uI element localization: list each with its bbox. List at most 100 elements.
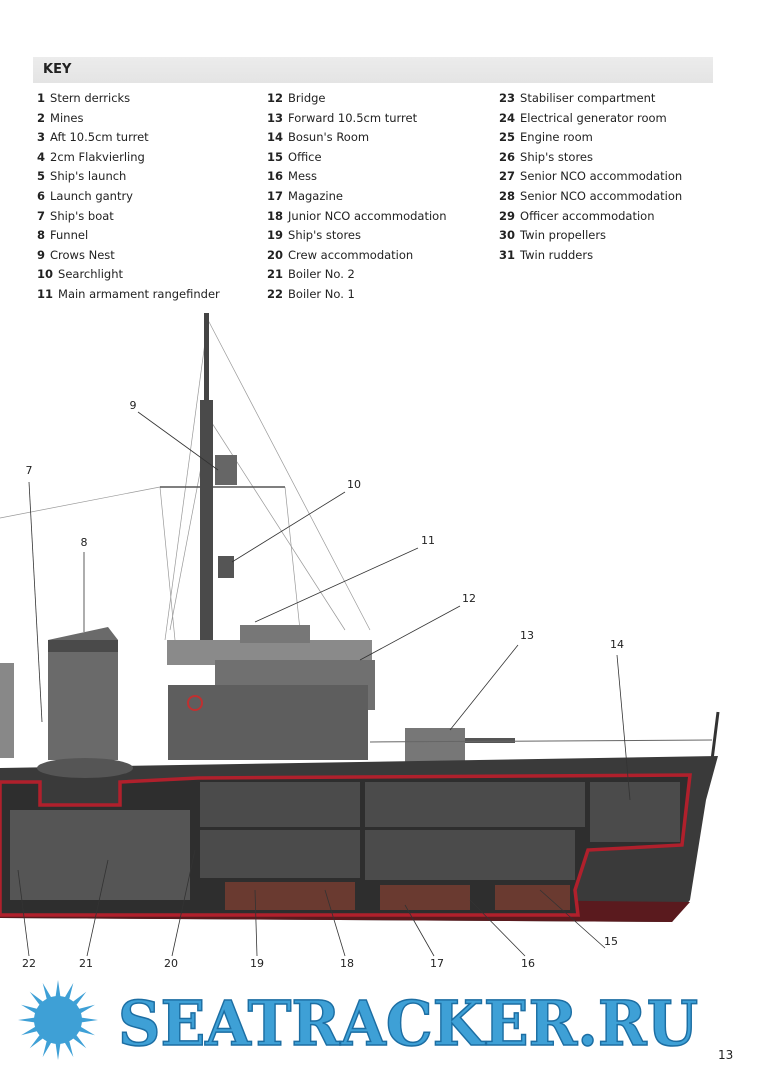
key-number: 24 [499,110,516,125]
callout-8: 8 [81,536,88,549]
jackstaff [710,711,720,761]
ships-boat [37,758,133,778]
key-number: 30 [499,228,516,243]
key-label: 2cm Flakvierling [50,149,145,164]
key-number: 26 [499,149,516,164]
key-item: 16 Mess [267,167,446,187]
sun-ray [42,1039,53,1057]
key-number: 31 [499,247,516,262]
rigging [0,319,371,641]
sun-ray [55,1041,61,1060]
key-label: Crows Nest [50,247,115,262]
key-title: KEY [43,62,72,77]
key-number: 19 [267,228,284,243]
key-number: 13 [267,110,284,125]
key-number: 11 [37,286,54,301]
key-label: Junior NCO accommodation [288,208,447,223]
key-label: Ship's boat [50,208,114,223]
key-number: 22 [267,286,284,301]
key-number: 15 [267,149,284,164]
sun-ray [79,1017,98,1023]
key-label: Engine room [520,130,593,145]
callout-10: 10 [347,478,361,491]
key-label: Bosun's Room [288,130,370,145]
leader-lines [17,411,631,957]
key-label: Boiler No. 1 [288,286,355,301]
watermark-logo: SEATRACKER.RU [18,980,699,1061]
key-number: 17 [267,188,284,203]
key-label: Magazine [288,188,343,203]
sun-ray [29,991,45,1007]
callout-14: 14 [610,638,624,651]
key-item: 17 Magazine [267,187,446,207]
key-item: 7 Ship's boat [37,207,220,227]
key-number: 7 [37,208,46,223]
key-item: 21 Boiler No. 2 [267,265,446,285]
key-number: 18 [267,208,284,223]
mast-base [200,400,213,660]
key-item: 2 Mines [37,109,220,129]
key-number: 2 [37,110,46,125]
key-label: Searchlight [58,267,124,282]
sun-ray [42,983,53,1001]
watermark-text: SEATRACKER.RU [118,987,698,1060]
key-label: Mess [288,169,317,184]
superstructure [167,625,375,760]
key-item: 8 Funnel [37,226,220,246]
key-number: 8 [37,228,46,243]
key-label: Funnel [50,228,89,243]
sun-ray [63,1039,74,1057]
callout-12: 12 [462,592,476,605]
forward-turret [405,728,515,762]
callout-18: 18 [340,957,354,970]
key-label: Mines [50,110,84,125]
key-label: Senior NCO accommodation [520,188,683,203]
callout-11: 11 [421,534,435,547]
key-label: Forward 10.5cm turret [288,110,418,125]
key-number: 3 [37,130,46,145]
key-item: 14 Bosun's Room [267,128,446,148]
key-number: 9 [37,247,46,262]
key-header-bar: KEY [33,57,713,83]
key-label: Boiler No. 2 [288,267,355,282]
sun-ray [21,1004,39,1015]
sun-ray [63,983,74,1001]
key-label: Ship's stores [520,149,593,164]
funnel [0,627,118,760]
key-label: Bridge [288,91,326,105]
key-number: 1 [37,91,46,105]
key-label: Ship's stores [288,228,361,243]
key-item: 9 Crows Nest [37,246,220,266]
callout-9: 9 [130,399,137,412]
railing [369,739,713,743]
sun-ray [71,991,87,1007]
key-number: 14 [267,130,284,145]
key-item: 19 Ship's stores [267,226,446,246]
key-item: 13 Forward 10.5cm turret [267,109,446,129]
callout-7: 7 [26,464,33,477]
callout-16: 16 [521,957,535,970]
compartments [10,782,680,910]
key-number: 16 [267,169,284,184]
searchlight [218,556,234,578]
callout-20: 20 [164,957,178,970]
key-number: 21 [267,267,284,282]
key-label: Twin propellers [520,228,607,243]
key-number: 27 [499,169,516,184]
